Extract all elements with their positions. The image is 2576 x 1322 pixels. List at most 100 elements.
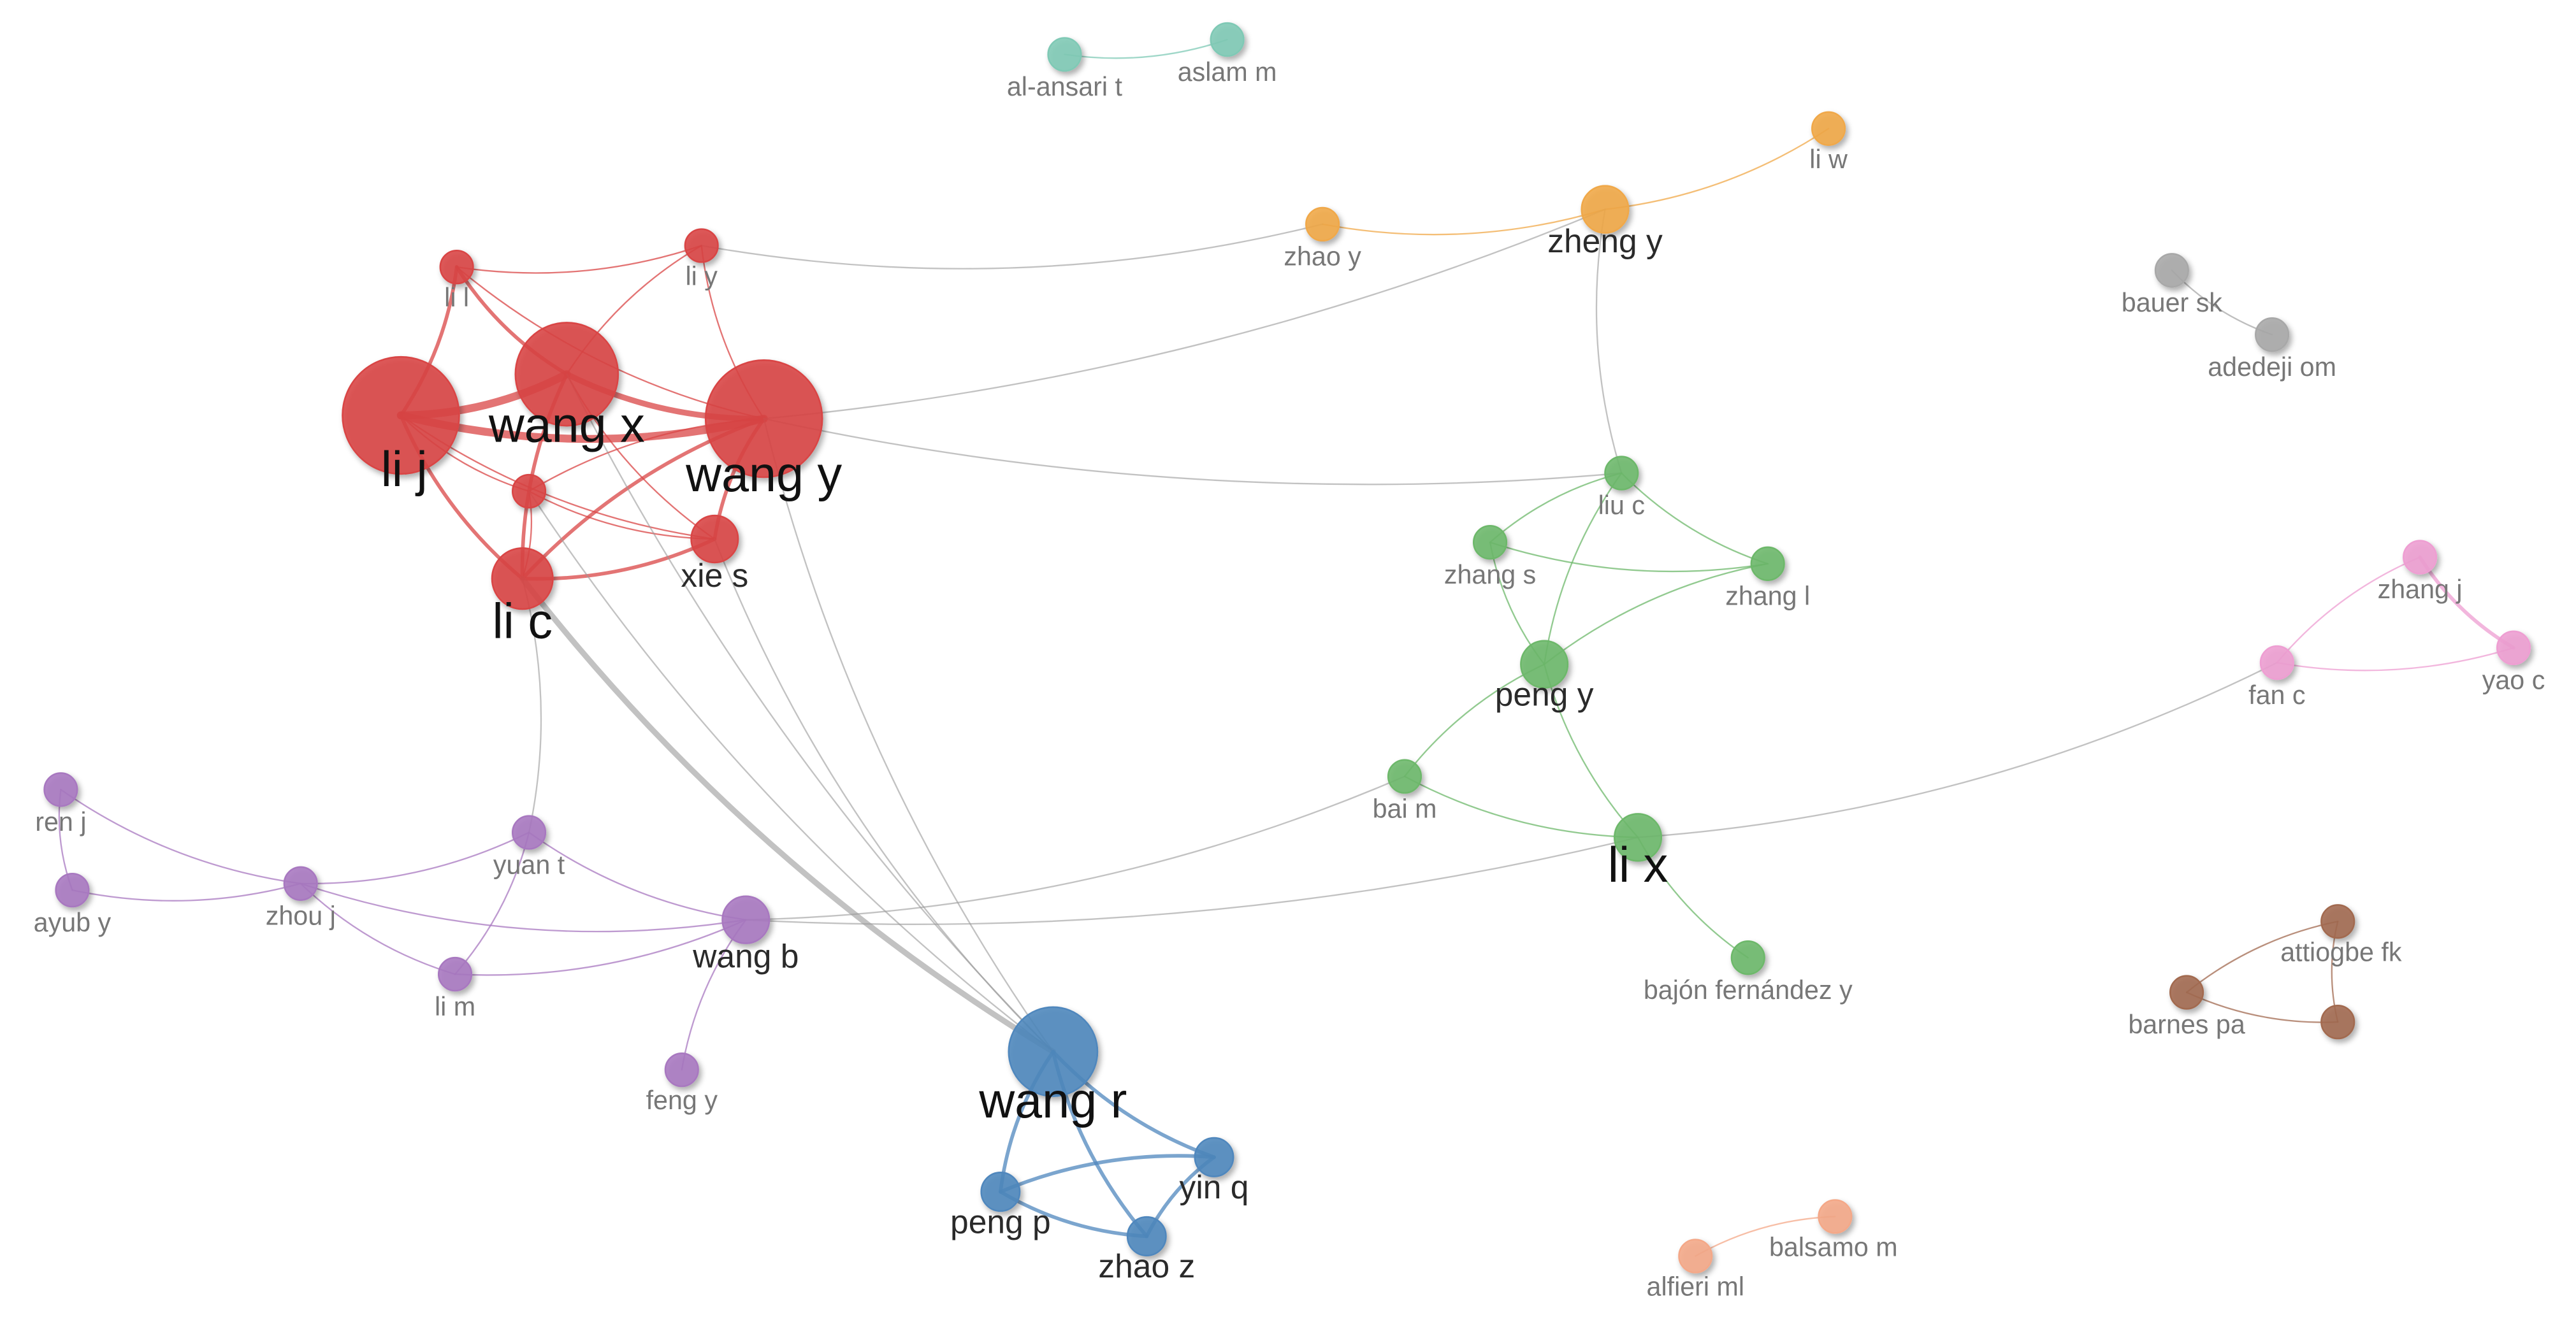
link-li-m-wang-b bbox=[454, 919, 747, 976]
node-peng-p[interactable] bbox=[980, 1172, 1021, 1212]
node-attiogbe-fk[interactable] bbox=[2320, 904, 2355, 939]
links-layer bbox=[58, 38, 2515, 1257]
label-bajon-fernandez-y: bajón fernández y bbox=[1644, 975, 1853, 1005]
label-ren-j: ren j bbox=[35, 807, 86, 837]
label-li-w: li w bbox=[1809, 145, 1848, 174]
node-li-x[interactable] bbox=[1614, 813, 1663, 862]
label-yin-q: yin q bbox=[1180, 1168, 1249, 1205]
node-ayub-y[interactable] bbox=[55, 872, 90, 908]
link-zheng-y-liu-c bbox=[1595, 208, 1623, 474]
label-zheng-y: zheng y bbox=[1547, 222, 1663, 259]
link-red-small-xie-s bbox=[528, 490, 716, 540]
label-zhao-y: zhao y bbox=[1284, 241, 1361, 271]
nodes-layer bbox=[43, 22, 2531, 1274]
label-li-l: li l bbox=[444, 283, 469, 312]
label-li-y: li y bbox=[686, 262, 718, 291]
node-bajon-fernandez-y[interactable] bbox=[1730, 940, 1765, 975]
link-zhang-j-fan-c bbox=[2276, 556, 2421, 664]
node-li-w[interactable] bbox=[1811, 111, 1846, 146]
link-li-l-li-y bbox=[456, 245, 702, 274]
node-bauer-sk[interactable] bbox=[2154, 253, 2189, 288]
node-wang-r[interactable] bbox=[1008, 1006, 1099, 1097]
node-zhao-z[interactable] bbox=[1126, 1216, 1167, 1257]
link-zhang-l-peng-y bbox=[1543, 563, 1769, 665]
link-liu-c-peng-y bbox=[1543, 472, 1623, 665]
node-adedeji-om[interactable] bbox=[2255, 317, 2290, 352]
node-balsamo-m[interactable] bbox=[1818, 1199, 1853, 1234]
node-fan-c[interactable] bbox=[2259, 645, 2294, 680]
label-wang-r: wang r bbox=[978, 1074, 1127, 1128]
link-zheng-y-li-w bbox=[1604, 127, 1830, 210]
node-alfieri-ml[interactable] bbox=[1678, 1239, 1713, 1274]
node-barnes-pa[interactable] bbox=[2169, 975, 2204, 1010]
label-zhang-j: zhang j bbox=[2378, 575, 2463, 604]
node-zhang-s[interactable] bbox=[1473, 525, 1508, 560]
label-barnes-pa: barnes pa bbox=[2128, 1010, 2245, 1039]
node-feng-y[interactable] bbox=[664, 1052, 699, 1088]
label-peng-y: peng y bbox=[1495, 675, 1594, 712]
node-li-l[interactable] bbox=[439, 249, 474, 285]
label-wang-b: wang b bbox=[692, 938, 799, 975]
node-li-c[interactable] bbox=[491, 547, 554, 610]
label-yuan-t: yuan t bbox=[493, 850, 565, 879]
label-aslam-m: aslam m bbox=[1178, 57, 1277, 87]
link-zhou-j-wang-b bbox=[300, 882, 747, 933]
label-fan-c: fan c bbox=[2248, 680, 2305, 710]
node-zhou-j[interactable] bbox=[283, 866, 318, 901]
node-li-y[interactable] bbox=[684, 228, 719, 263]
link-balsamo-m-alfieri-ml bbox=[1695, 1216, 1836, 1257]
node-yuan-t[interactable] bbox=[511, 815, 547, 850]
link-ren-j-zhou-j bbox=[60, 789, 301, 884]
link-wang-b-li-x bbox=[745, 837, 1639, 926]
node-aslam-m[interactable] bbox=[1210, 22, 1245, 57]
link-yuan-t-wang-b bbox=[528, 831, 747, 921]
node-li-j[interactable] bbox=[342, 356, 460, 475]
node-wang-b[interactable] bbox=[721, 895, 771, 944]
link-al-ansari-t-aslam-m bbox=[1064, 38, 1228, 59]
label-feng-y: feng y bbox=[646, 1086, 718, 1115]
label-li-j: li j bbox=[381, 442, 428, 497]
label-al-ansari-t: al-ansari t bbox=[1007, 72, 1123, 101]
link-wang-y-liu-c bbox=[763, 418, 1623, 485]
link-ayub-y-zhou-j bbox=[71, 882, 301, 902]
label-zhou-j: zhou j bbox=[266, 901, 336, 930]
link-zhou-j-yuan-t bbox=[300, 831, 530, 885]
link-li-x-fan-c bbox=[1637, 661, 2278, 838]
node-red-small[interactable] bbox=[511, 473, 547, 509]
link-attiogbe-fk-barnes-pa bbox=[2185, 921, 2339, 993]
label-xie-s: xie s bbox=[681, 557, 748, 594]
node-yin-q[interactable] bbox=[1194, 1137, 1234, 1177]
link-wang-y-wang-r bbox=[763, 418, 1054, 1053]
link-zhang-s-zhang-l bbox=[1489, 542, 1769, 573]
label-ayub-y: ayub y bbox=[34, 908, 112, 937]
label-bai-m: bai m bbox=[1373, 794, 1437, 823]
node-bai-m[interactable] bbox=[1387, 759, 1422, 794]
node-li-m[interactable] bbox=[437, 956, 473, 992]
node-peng-y[interactable] bbox=[1520, 640, 1569, 689]
node-brown-third[interactable] bbox=[2320, 1004, 2355, 1040]
label-li-m: li m bbox=[435, 992, 475, 1021]
label-zhang-s: zhang s bbox=[1444, 560, 1536, 589]
labels-layer: al-ansari t aslam m zhao y zheng y li w bauer… bbox=[34, 57, 2545, 1302]
label-alfieri-ml: alfieri ml bbox=[1647, 1272, 1745, 1302]
label-adedeji-om: adedeji om bbox=[2208, 352, 2336, 382]
node-wang-y[interactable] bbox=[704, 359, 823, 478]
node-zhao-y[interactable] bbox=[1305, 206, 1340, 242]
node-liu-c[interactable] bbox=[1604, 456, 1639, 491]
label-wang-x: wang x bbox=[488, 398, 645, 452]
link-fan-c-yao-c bbox=[2276, 647, 2515, 672]
node-xie-s[interactable] bbox=[690, 514, 739, 564]
label-wang-y: wang y bbox=[685, 447, 842, 502]
link-peng-y-li-x bbox=[1543, 663, 1639, 838]
link-bai-m-li-x bbox=[1403, 775, 1639, 838]
node-wang-x[interactable] bbox=[514, 322, 619, 427]
label-bauer-sk: bauer sk bbox=[2122, 288, 2223, 317]
node-zhang-l[interactable] bbox=[1750, 546, 1785, 582]
node-ren-j[interactable] bbox=[43, 772, 78, 807]
node-al-ansari-t[interactable] bbox=[1047, 37, 1082, 72]
node-zheng-y[interactable] bbox=[1581, 185, 1630, 234]
link-zhao-y-zheng-y bbox=[1321, 208, 1606, 236]
node-zhang-j[interactable] bbox=[2403, 540, 2438, 575]
node-yao-c[interactable] bbox=[2496, 630, 2531, 665]
label-attiogbe-fk: attiogbe fk bbox=[2280, 937, 2402, 966]
